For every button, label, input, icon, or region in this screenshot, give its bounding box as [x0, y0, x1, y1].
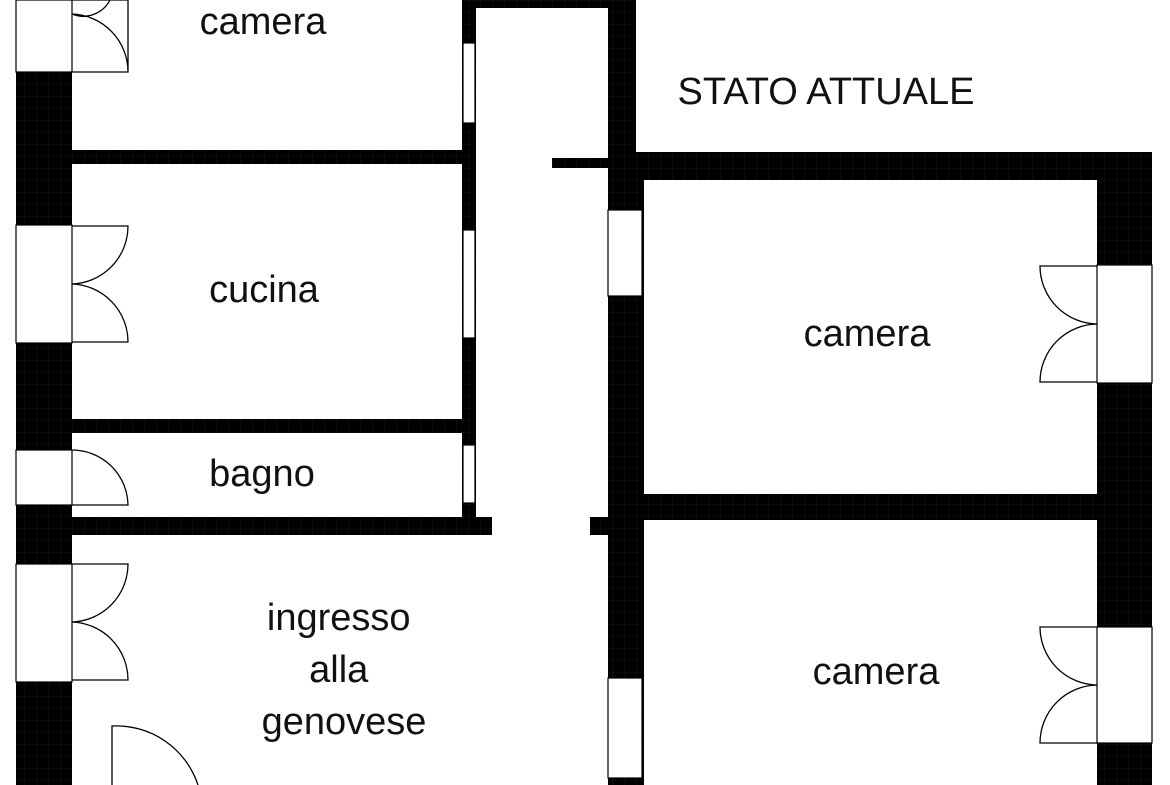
- room-label-camera-right-lower: camera: [813, 651, 941, 693]
- wall-camera-cucina: [72, 150, 472, 164]
- room-label-line: cucina: [209, 269, 320, 311]
- window-swing-right-2: [1039, 626, 1098, 744]
- wall-right-top: [636, 152, 1152, 180]
- door-swings: [71, 0, 1098, 785]
- room-label-line: camera: [804, 313, 932, 355]
- wall-corridor-right: [608, 0, 636, 785]
- openings: [15, 0, 1153, 779]
- room-label-cucina: cucina: [209, 269, 320, 311]
- wall-stub-corridor: [552, 158, 608, 168]
- room-label-bagno: bagno: [209, 453, 315, 495]
- room-label-line: camera: [200, 1, 328, 43]
- window-swing-right-1: [1039, 265, 1098, 383]
- window-left-2: [15, 224, 73, 344]
- wall-corridor-top: [476, 0, 608, 8]
- entrance-door-swing: [111, 725, 199, 785]
- room-label-line: bagno: [209, 453, 315, 495]
- room-label-line: genovese: [262, 701, 427, 743]
- wall-bagno-ingresso: [72, 517, 492, 535]
- window-swing-left-2: [71, 225, 129, 343]
- room-label-camera-top-left: camera: [200, 1, 328, 43]
- window-left-4: [15, 563, 73, 683]
- room-label-line: alla: [309, 649, 369, 691]
- window-left-3: [15, 449, 73, 506]
- corridor-opening-2: [462, 229, 476, 339]
- room-label-line: camera: [813, 651, 941, 693]
- corridor-door-right-1: [607, 209, 643, 297]
- room-labels: camera cucina bagno ingresso alla genove…: [200, 1, 941, 743]
- corridor-opening-1: [462, 42, 476, 124]
- plan-title: STATO ATTUALE: [677, 71, 974, 113]
- window-right-2: [1096, 626, 1153, 744]
- window-swing-left-3: [71, 449, 129, 506]
- corridor-door-right-2: [607, 677, 643, 779]
- walls: [16, 0, 1152, 785]
- room-label-line: ingresso: [267, 597, 411, 639]
- room-label-camera-right-upper: camera: [804, 313, 932, 355]
- window-right-1: [1096, 264, 1153, 384]
- corridor-opening-3: [462, 444, 476, 504]
- wall-stub-lower: [590, 517, 608, 535]
- wall-right-inner-left: [636, 180, 644, 785]
- wall-cucina-bagno: [72, 419, 472, 433]
- wall-camera-camera: [636, 494, 1152, 520]
- room-label-ingresso: ingresso alla genovese: [262, 597, 427, 743]
- window-swing-left-4: [71, 563, 129, 681]
- window-swing-left-1: [71, 0, 129, 73]
- window-left-1: [15, 0, 73, 73]
